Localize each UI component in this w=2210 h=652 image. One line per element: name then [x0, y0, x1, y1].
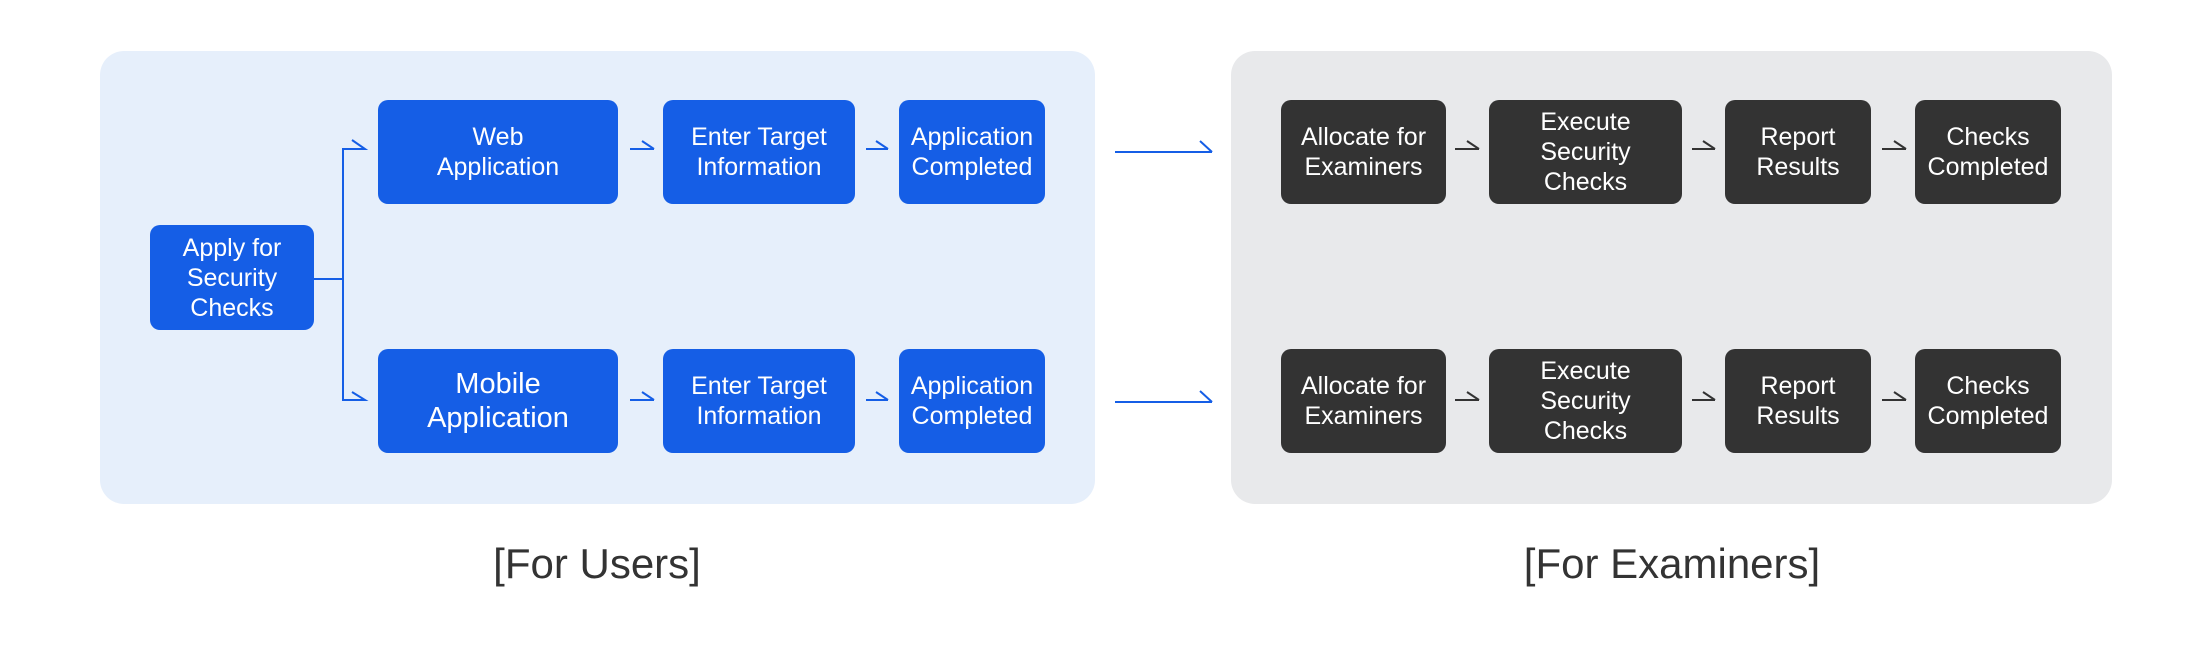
exam-arrow-1c-icon — [1882, 140, 1907, 150]
branch-to-mobile — [342, 279, 364, 401]
report-results-box-1: Report Results — [1725, 100, 1871, 204]
examiners-caption: [For Examiners] — [1523, 540, 1821, 587]
web-application-box: Web Application — [378, 100, 618, 204]
application-completed-web-box: Application Completed — [899, 100, 1045, 204]
execute-checks-box-1: Execute Security Checks — [1489, 100, 1682, 204]
checks-completed-box-2: Checks Completed — [1915, 349, 2061, 453]
mobile-application-box: Mobile Application — [378, 349, 618, 453]
arrow-mobile-2-icon — [866, 391, 889, 401]
users-caption: [For Users] — [493, 540, 701, 587]
execute-checks-box-2: Execute Security Checks — [1489, 349, 1682, 453]
allocate-examiners-box-1: Allocate for Examiners — [1281, 100, 1446, 204]
start-apply-box: Apply for Security Checks — [150, 225, 314, 330]
arrowhead-web-icon — [351, 139, 369, 150]
arrow-web-2-icon — [866, 140, 889, 150]
exam-arrow-2c-icon — [1882, 391, 1907, 401]
arrow-web-1-icon — [630, 140, 655, 150]
allocate-examiners-box-2: Allocate for Examiners — [1281, 349, 1446, 453]
enter-target-mobile-box: Enter Target Information — [663, 349, 855, 453]
arrowhead-mobile-icon — [351, 391, 369, 401]
checks-completed-box-1: Checks Completed — [1915, 100, 2061, 204]
report-results-box-2: Report Results — [1725, 349, 1871, 453]
application-completed-mobile-box: Application Completed — [899, 349, 1045, 453]
enter-target-web-box: Enter Target Information — [663, 100, 855, 204]
exam-arrow-1b-icon — [1692, 140, 1716, 150]
branch-to-web — [314, 148, 364, 280]
handoff-arrow-2-icon — [1115, 390, 1213, 403]
exam-arrow-2b-icon — [1692, 391, 1716, 401]
arrow-mobile-1-icon — [630, 391, 655, 401]
handoff-arrow-1-icon — [1115, 140, 1213, 153]
exam-arrow-1a-icon — [1455, 140, 1480, 150]
exam-arrow-2a-icon — [1455, 391, 1480, 401]
